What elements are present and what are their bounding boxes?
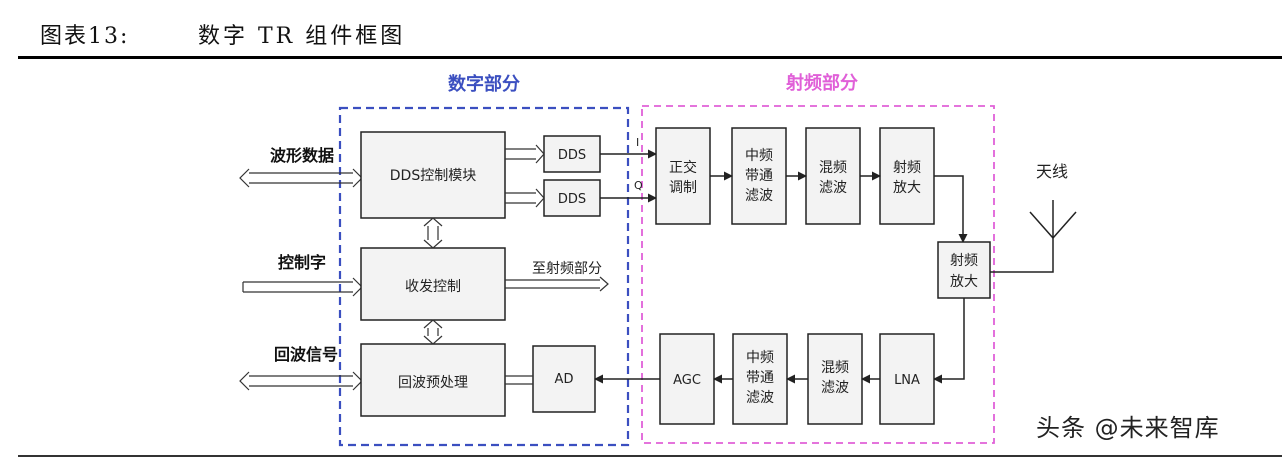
rf-amp1-label-2: 放大	[893, 180, 921, 196]
dds-1-label: DDS	[558, 148, 586, 163]
dds-block-2: DDS	[543, 179, 601, 217]
ad-to-echo-bus	[505, 375, 533, 385]
if-rx-label-2: 带通	[746, 370, 774, 386]
rf-amp2-label-2: 放大	[950, 274, 978, 290]
mixer-filter-tx-block: 混频 滤波	[805, 127, 861, 225]
mix-tx-label-1: 混频	[819, 160, 847, 176]
ad-block: AD	[532, 345, 596, 413]
agc-label: AGC	[673, 373, 701, 388]
input-label-echo: 回波信号	[274, 345, 338, 364]
mixer-filter-rx-block: 混频 滤波	[807, 333, 863, 425]
if-rx-label-3: 滤波	[746, 390, 774, 406]
if-tx-label-2: 带通	[745, 168, 773, 184]
quadrature-modulation-block: 正交 调制	[655, 127, 711, 225]
i-label: I	[636, 136, 639, 149]
top-rule	[18, 56, 1282, 59]
rf-amp2-label-1: 射频	[950, 253, 978, 269]
rf-section-title: 射频部分	[785, 72, 858, 94]
antenna-icon	[1029, 200, 1077, 239]
echo-bus-arrow	[239, 371, 363, 391]
mix-rx-label-1: 混频	[821, 360, 849, 376]
echo-preprocess-label: 回波预处理	[398, 375, 468, 391]
lna-block: LNA	[879, 333, 935, 425]
dds-bus-2	[505, 188, 545, 208]
bidirectional-connector-upper	[423, 217, 443, 249]
ad-label: AD	[555, 372, 574, 387]
rf-amplifier-shared-block: 射频 放大	[937, 241, 991, 299]
digital-section-title: 数字部分	[448, 73, 520, 95]
dds-bus-1	[505, 144, 545, 164]
control-bus-arrow	[242, 277, 363, 297]
tx-to-amp-link	[934, 175, 968, 243]
if-tx-label-1: 中频	[745, 148, 773, 164]
if-tx-label-3: 滤波	[745, 188, 773, 204]
watermark: 头条 @未来智库	[1036, 414, 1220, 442]
if-bandpass-rx-block: 中频 带通 滤波	[732, 333, 788, 425]
input-label-waveform: 波形数据	[270, 146, 334, 165]
dds-2-label: DDS	[558, 192, 586, 207]
bidirectional-connector-lower	[423, 319, 443, 345]
figure-title: 图表13: 数字 TR 组件框图	[0, 0, 1282, 58]
rf-section-frame	[641, 105, 995, 444]
q-label: Q	[634, 179, 643, 192]
input-label-control: 控制字	[278, 253, 326, 272]
antenna-feed-line	[990, 238, 1054, 273]
mix-tx-label-2: 滤波	[819, 180, 847, 196]
quad-label-1: 正交	[669, 159, 697, 176]
antenna-label: 天线	[1036, 162, 1068, 181]
dds-block-1: DDS	[543, 135, 601, 173]
mix-rx-label-2: 滤波	[821, 380, 849, 396]
figure-name: 数字 TR 组件框图	[198, 24, 406, 49]
waveform-bus-arrow	[239, 168, 363, 188]
echo-preprocess-block: 回波预处理	[360, 343, 506, 417]
dds-control-block: DDS控制模块	[360, 131, 506, 219]
dds-control-label: DDS控制模块	[390, 168, 476, 184]
txrx-control-block: 收发控制	[360, 247, 506, 321]
if-bandpass-tx-block: 中频 带通 滤波	[731, 127, 787, 225]
figure-number: 图表13:	[40, 24, 130, 49]
to-rf-bus	[505, 276, 609, 292]
amp-to-lna-link	[933, 298, 965, 384]
txrx-control-label: 收发控制	[405, 279, 461, 295]
rf-amplifier-tx-block: 射频 放大	[879, 127, 935, 225]
digital-section-frame	[338, 106, 630, 447]
bottom-rule	[18, 455, 1282, 457]
if-rx-label-1: 中频	[746, 350, 774, 366]
rf-amp1-label-1: 射频	[893, 160, 921, 176]
agc-block: AGC	[659, 333, 715, 425]
to-rf-label: 至射频部分	[532, 261, 602, 277]
quad-label-2: 调制	[669, 180, 697, 196]
lna-label: LNA	[894, 373, 920, 388]
